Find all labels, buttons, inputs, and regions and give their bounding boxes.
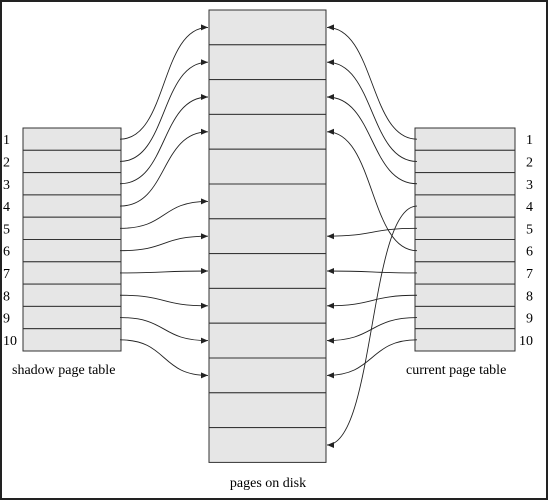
disk-page — [208, 79, 327, 115]
current-pointer-arrow — [326, 227, 418, 240]
current-table-entry-number: 5 — [526, 222, 533, 237]
current-page-table: 1 2 3 4 5 6 7 8 9 10 — [414, 127, 533, 352]
current-table-entry-number: 1 — [526, 133, 533, 148]
current-table-entry — [414, 172, 516, 196]
shadow-table-entry — [22, 305, 122, 330]
disk-page — [208, 113, 327, 150]
shadow-table-entry — [22, 216, 122, 240]
shadow-table-entry — [22, 127, 122, 151]
shadow-table-entry — [22, 172, 122, 196]
current-pointer-arrow — [326, 339, 418, 379]
shadow-pointer-arrow — [119, 294, 209, 309]
shadow-table-entry-number: 10 — [3, 334, 17, 349]
disk-page — [208, 9, 327, 46]
disk-page — [208, 183, 327, 220]
current-table-entry-number: 4 — [526, 200, 533, 215]
disk-page — [208, 357, 327, 394]
shadow-pointer-arrow — [119, 198, 209, 229]
current-table-entry-number: 7 — [526, 267, 533, 282]
current-table-entry-number: 6 — [526, 245, 533, 260]
shadow-table-entry-number: 1 — [3, 133, 10, 148]
shadow-table-entry-number: 7 — [3, 267, 10, 282]
disk-page — [208, 427, 327, 463]
shadow-table-entry-number: 4 — [3, 200, 10, 215]
current-table-entry-number: 10 — [519, 334, 533, 349]
current-table-entry — [414, 239, 516, 263]
shadow-table-entry-number: 5 — [3, 222, 10, 237]
current-table-entry — [414, 216, 516, 240]
shadow-pointer-arrow — [119, 94, 209, 185]
shadow-table-entry — [22, 194, 122, 218]
shadow-table-entry-number: 8 — [3, 289, 10, 304]
current-table-entry — [414, 328, 516, 352]
current-table-entry — [414, 283, 516, 307]
current-table-entry-number: 8 — [526, 289, 533, 304]
disk-page — [208, 287, 327, 324]
disk-page — [208, 392, 327, 429]
shadow-pointer-arrow — [119, 317, 209, 344]
shadow-table-entry — [22, 328, 122, 352]
shadow-table-entry-number: 3 — [3, 178, 10, 193]
shadow-table-entry — [22, 283, 122, 307]
pages-on-disk-column — [208, 9, 327, 463]
current-table-entry-number: 3 — [526, 178, 533, 193]
disk-page — [208, 44, 327, 81]
current-pointer-arrow — [326, 268, 418, 275]
current-pointer-arrow — [326, 24, 418, 140]
current-table-entry-number: 9 — [526, 312, 533, 327]
shadow-table-entry-number: 9 — [3, 312, 10, 327]
shadow-pointer-arrow — [119, 59, 209, 162]
page-pointers — [119, 24, 418, 448]
shadow-pointer-arrow — [119, 233, 209, 252]
shadow-table-entry-number: 6 — [3, 245, 10, 260]
disk-page — [208, 253, 327, 289]
current-pointer-arrow — [326, 128, 418, 252]
shadow-table-entry — [22, 239, 122, 263]
current-table-entry — [414, 149, 516, 174]
current-pointer-arrow — [326, 294, 418, 309]
shadow-table-entry-number: 2 — [3, 155, 10, 170]
current-table-entry-number: 2 — [526, 155, 533, 170]
current-page-table-label: current page table — [406, 363, 506, 378]
current-table-entry — [414, 194, 516, 218]
shadow-pointer-arrow — [119, 268, 209, 275]
shadow-page-table: 1 2 3 4 5 6 7 8 9 10 — [3, 127, 122, 352]
current-pointer-arrow — [326, 94, 418, 185]
current-table-entry — [414, 261, 516, 285]
shadow-pointer-arrow — [119, 24, 209, 140]
current-table-entry — [414, 305, 516, 330]
current-pointer-arrow — [326, 317, 418, 344]
shadow-page-table-label: shadow page table — [12, 363, 115, 378]
shadow-table-entry — [22, 261, 122, 285]
disk-page — [208, 322, 327, 359]
shadow-pointer-arrow — [119, 128, 209, 207]
current-pointer-arrow — [326, 205, 418, 448]
disk-page — [208, 148, 327, 185]
disk-page — [208, 218, 327, 255]
pages-on-disk-label: pages on disk — [230, 476, 306, 491]
shadow-table-entry — [22, 149, 122, 174]
current-table-entry — [414, 127, 516, 151]
shadow-pointer-arrow — [119, 339, 209, 379]
current-pointer-arrow — [326, 59, 418, 162]
